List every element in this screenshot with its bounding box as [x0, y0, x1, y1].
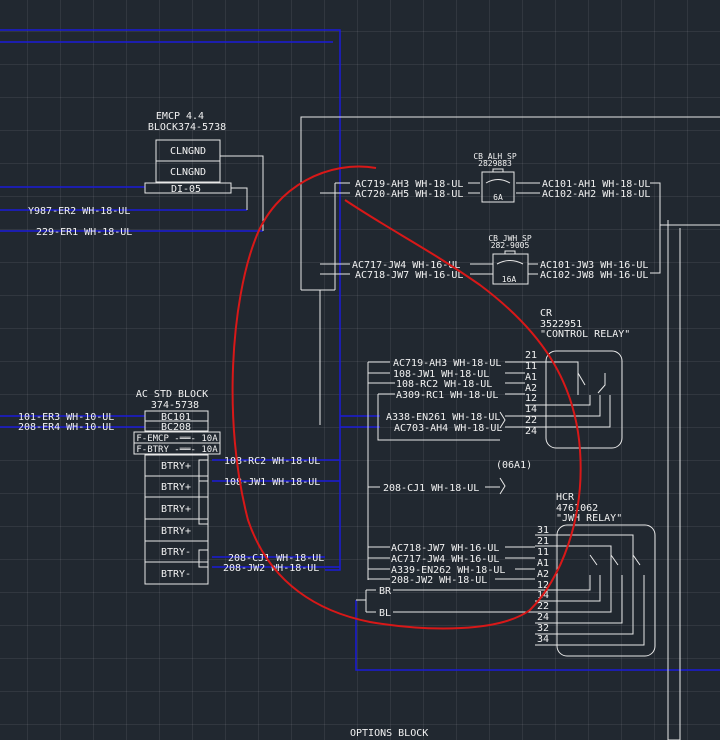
- wire-label: A309-RC1 WH-18-UL: [396, 390, 498, 401]
- red-markup-circle: [231, 165, 582, 630]
- cr-terminal: 14: [525, 404, 537, 415]
- cb-alh-rating: 6A: [493, 193, 503, 202]
- cb-alh-title: CB_ALH_SP: [473, 152, 517, 161]
- cr-terminal: 22: [525, 415, 537, 426]
- cr-part: 3522951: [540, 319, 582, 330]
- wire-label: AC719-AH3 WH-18-UL: [393, 358, 501, 369]
- emcp-terminal[interactable]: CLNGND: [170, 167, 206, 178]
- cr-terminal: A1: [525, 372, 537, 383]
- wire-label: BL: [379, 608, 391, 619]
- wire-label: A339-EN262 WH-18-UL: [391, 565, 505, 576]
- wire-label: Y987-ER2 WH-18-UL: [28, 206, 130, 217]
- hcr-desc: "JWH RELAY": [556, 513, 622, 524]
- cb-jwh-part: 282-9005: [491, 241, 530, 250]
- emcp-terminal[interactable]: CLNGND: [170, 146, 206, 157]
- hcr-terminal: A1: [537, 558, 549, 569]
- cr-terminal: 24: [525, 426, 537, 437]
- hcr-terminal: 24: [537, 612, 549, 623]
- cb-alh-part: 2829883: [478, 159, 512, 168]
- wire-label: AC717-JW4 WH-16-UL: [391, 554, 499, 565]
- cb-jwh-breaker[interactable]: CB_JWH_SP 282-9005 16A AC717-JW4 WH-16-U…: [352, 234, 648, 285]
- wire-label: AC717-JW4 WH-16-UL: [352, 260, 460, 271]
- hcr-terminal: 12: [537, 580, 549, 591]
- wire-label: AC101-JW3 WH-16-UL: [540, 260, 648, 271]
- acstd-terminal[interactable]: BTRY+: [161, 526, 191, 537]
- emcp-terminal[interactable]: DI-05: [171, 184, 201, 195]
- hcr-terminal: A2: [537, 569, 549, 580]
- cr-terminal: A2: [525, 383, 537, 394]
- acstd-fuse[interactable]: F-EMCP -══- 10A: [136, 434, 218, 444]
- cr-terminal: 21: [525, 350, 537, 361]
- blue-bus-wires: [0, 29, 720, 671]
- wire-label: AC719-AH3 WH-18-UL: [355, 179, 463, 190]
- wire-label: AC718-JW7 WH-16-UL: [391, 543, 499, 554]
- hcr-terminal: 11: [537, 547, 549, 558]
- cr-title: CR: [540, 308, 553, 319]
- wire-label: AC720-AH5 WH-18-UL: [355, 189, 463, 200]
- wire-label: 108-JW1 WH-18-UL: [393, 369, 489, 380]
- acstd-fuse[interactable]: F-BTRY -══- 10A: [136, 445, 218, 455]
- options-block-title: OPTIONS BLOCK: [350, 728, 428, 739]
- hcr-terminal: 21: [537, 536, 549, 547]
- wire-label: 208-JW2 WH-18-UL: [391, 575, 487, 586]
- acstd-terminal[interactable]: BC101: [161, 412, 191, 423]
- hcr-terminal: 32: [537, 623, 549, 634]
- acstd-terminal[interactable]: BTRY+: [161, 482, 191, 493]
- white-wires: [220, 116, 720, 740]
- wire-label: AC102-JW8 WH-16-UL: [540, 270, 648, 281]
- control-relay[interactable]: CR 3522951 "CONTROL RELAY" 21 11 A1 A2 1…: [383, 308, 630, 494]
- cb-jwh-rating: 16A: [502, 275, 517, 284]
- wire-label: BR: [379, 586, 392, 597]
- acstd-part: 374-5738: [151, 400, 199, 411]
- wire-label: 108-JW1 WH-18-UL: [224, 477, 320, 488]
- wire-label: 108-RC2 WH-18-UL: [224, 456, 320, 467]
- emcp-block: EMCP 4.4 BLOCK374-5738 CLNGND CLNGND DI-…: [28, 111, 232, 238]
- emcp-part: BLOCK374-5738: [148, 122, 226, 133]
- wire-label: 208-JW2 WH-18-UL: [223, 563, 319, 574]
- acstd-terminal[interactable]: BTRY-: [161, 569, 191, 580]
- hcr-title: HCR: [556, 492, 575, 503]
- hcr-terminal: 34: [537, 634, 549, 645]
- wire-label: AC102-AH2 WH-18-UL: [542, 189, 650, 200]
- acstd-terminal[interactable]: BTRY-: [161, 547, 191, 558]
- wire-label: AC718-JW7 WH-16-UL: [355, 270, 463, 281]
- jwh-relay[interactable]: HCR 4761062 "JWH RELAY" 31 21 11 A1 A2 1…: [379, 492, 656, 657]
- wire-label: 208-CJ1 WH-18-UL: [383, 483, 479, 494]
- hcr-terminal: 31: [537, 525, 549, 536]
- emcp-title: EMCP 4.4: [156, 111, 204, 122]
- wire-label: 108-RC2 WH-18-UL: [396, 379, 492, 390]
- acstd-terminal[interactable]: BC208: [161, 422, 191, 433]
- wire-label: 208-ER4 WH-10-UL: [18, 422, 114, 433]
- cr-desc: "CONTROL RELAY": [540, 329, 630, 340]
- acstd-title: AC STD BLOCK: [136, 389, 208, 400]
- ac-std-block: AC STD BLOCK 374-5738 BC101 BC208 F-EMCP…: [18, 389, 324, 585]
- wire-label: AC101-AH1 WH-18-UL: [542, 179, 650, 190]
- acstd-terminal[interactable]: BTRY+: [161, 461, 191, 472]
- cr-terminal: 12: [525, 393, 537, 404]
- wire-label: AC703-AH4 WH-18-UL: [394, 423, 502, 434]
- connector-label: (06A1): [496, 460, 532, 471]
- cb-jwh-title: CB_JWH_SP: [488, 234, 532, 243]
- wire-label: 101-ER3 WH-10-UL: [18, 412, 114, 423]
- wire-label: 229-ER1 WH-18-UL: [36, 227, 132, 238]
- acstd-terminal[interactable]: BTRY+: [161, 504, 191, 515]
- hcr-terminal: 22: [537, 601, 549, 612]
- wire-label: 208-CJ1 WH-18-UL: [228, 553, 324, 564]
- cb-alh-breaker[interactable]: CB_ALH_SP 2829883 6A AC719-AH3 WH-18-UL …: [355, 152, 650, 203]
- cr-terminal: 11: [525, 361, 537, 372]
- wire-label: A338-EN261 WH-18-UL: [386, 412, 500, 423]
